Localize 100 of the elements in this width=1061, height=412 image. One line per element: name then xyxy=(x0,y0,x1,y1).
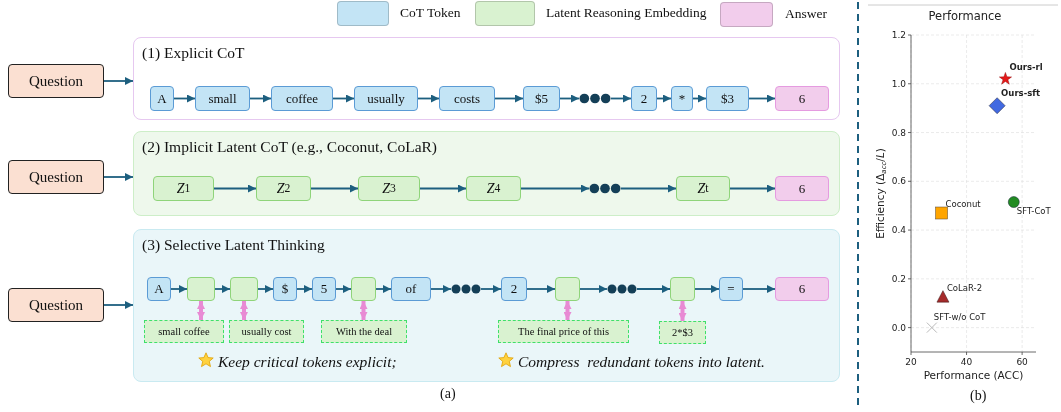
arrow xyxy=(257,285,274,293)
legend-label: Answer xyxy=(785,6,827,22)
tick-label: 60 xyxy=(1016,357,1028,367)
ellipsis-dots xyxy=(589,181,621,196)
tick-label: 20 xyxy=(905,357,917,367)
point-label: SFT-w/o CoT xyxy=(933,311,986,322)
panel-title: (2) Implicit Latent CoT (e.g., Coconut, CoLaR) xyxy=(142,138,437,156)
token-box: small xyxy=(195,86,250,111)
arrow xyxy=(494,94,524,103)
panel xyxy=(133,131,840,216)
arrow xyxy=(579,285,608,293)
subfigure-label: (a) xyxy=(440,386,456,402)
arrow xyxy=(173,94,196,103)
token-box: usually xyxy=(354,86,418,111)
arrow xyxy=(214,285,231,293)
point-label: CoLaR-2 xyxy=(946,283,983,294)
arrow xyxy=(636,285,671,293)
legend-label: CoT Token xyxy=(400,5,461,21)
point-label: Ours-rl xyxy=(1009,61,1043,72)
subfigure-label: (b) xyxy=(970,388,987,404)
question-box: Question xyxy=(8,160,104,194)
question-box: Question xyxy=(8,288,104,322)
token-box: $5 xyxy=(523,86,560,111)
arrow xyxy=(170,285,188,293)
arrow xyxy=(742,285,776,293)
token-box: coffee xyxy=(271,86,333,111)
panel-title: (3) Selective Latent Thinking xyxy=(142,236,325,254)
token-box: $ xyxy=(273,277,297,301)
arrow xyxy=(417,94,440,103)
answer-box: 6 xyxy=(775,86,829,111)
point-label: SFT-CoT xyxy=(1016,206,1051,217)
latent-box xyxy=(351,277,376,301)
arrow xyxy=(249,94,272,103)
arrow xyxy=(694,285,720,293)
arrow xyxy=(375,285,392,293)
annotation-box: small coffee xyxy=(144,320,224,343)
ellipsis-dots xyxy=(607,282,637,296)
latent-box xyxy=(230,277,258,301)
arrow xyxy=(240,301,248,320)
arrow xyxy=(520,184,590,193)
chart-title: Performance xyxy=(928,9,1002,23)
token-box: $3 xyxy=(706,86,749,111)
arrow xyxy=(419,184,467,193)
arrow xyxy=(692,94,707,103)
tick-label: 0.4 xyxy=(891,225,906,236)
point-label: Ours-sft xyxy=(1001,87,1040,98)
tick-label: 0.0 xyxy=(891,322,906,333)
tick-label: 40 xyxy=(960,357,973,367)
tick-label: 0.6 xyxy=(891,176,906,187)
answer-box: 6 xyxy=(775,176,829,201)
annotation-box: 2*$3 xyxy=(659,321,706,344)
arrow xyxy=(563,301,572,320)
arrow xyxy=(480,285,502,293)
token-box: of xyxy=(391,277,431,301)
annotation-box: usually cost xyxy=(229,320,304,343)
tick-label: 1.2 xyxy=(891,30,906,40)
arrow xyxy=(359,301,368,320)
annotation-box: The final price of this xyxy=(498,320,629,343)
arrow xyxy=(103,173,134,181)
arrow xyxy=(559,94,580,103)
arrow xyxy=(103,301,134,309)
ellipsis-dots xyxy=(579,91,611,106)
tick-label: 1.0 xyxy=(891,78,906,89)
arrow xyxy=(656,94,672,103)
arrow xyxy=(197,301,205,320)
annotation-box: With the deal xyxy=(321,320,407,343)
token-box: 5 xyxy=(312,277,336,301)
arrow xyxy=(610,94,632,103)
panel xyxy=(133,229,840,382)
axis-title: Performance (ACC) xyxy=(923,369,1024,381)
arrow xyxy=(526,285,556,293)
arrow xyxy=(213,184,257,193)
arrow xyxy=(620,184,677,193)
token-box: costs xyxy=(439,86,495,111)
arrow xyxy=(430,285,452,293)
arrow xyxy=(310,184,359,193)
token-box: A xyxy=(150,86,174,111)
note-text: Keep critical tokens explicit; xyxy=(218,353,397,371)
note-text: Compress redundant tokens into latent. xyxy=(518,353,765,371)
arrow xyxy=(332,94,355,103)
token-box: 2 xyxy=(631,86,657,111)
token-box: * xyxy=(671,86,693,111)
ellipsis-dots xyxy=(451,282,481,296)
latent-box xyxy=(670,277,695,301)
tick-label: 0.2 xyxy=(891,273,906,284)
tick-label: 0.8 xyxy=(891,127,906,138)
point-label: Coconut xyxy=(945,199,981,209)
latent-box xyxy=(187,277,215,301)
arrow xyxy=(748,94,776,103)
answer-box: 6 xyxy=(775,277,829,301)
panel xyxy=(133,37,840,120)
arrow xyxy=(103,77,134,85)
arrow xyxy=(335,285,352,293)
legend-label: Latent Reasoning Embedding xyxy=(546,5,707,21)
latent-box xyxy=(555,277,580,301)
token-box: 2 xyxy=(501,277,527,301)
arrow xyxy=(678,301,687,321)
arrow xyxy=(729,184,776,193)
token-box: = xyxy=(719,277,743,301)
question-box: Question xyxy=(8,64,104,98)
